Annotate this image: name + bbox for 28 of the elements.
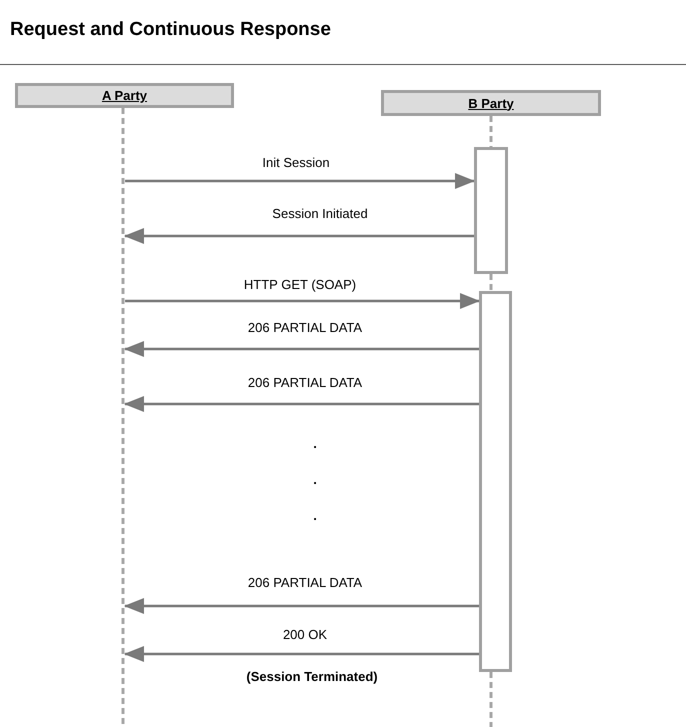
edge-label: Session Initiated [270, 206, 370, 221]
edge-label: 206 PARTIAL DATA [246, 575, 364, 590]
participant-box [15, 83, 234, 108]
participant-name: B Party [468, 96, 514, 110]
note-text: . [313, 436, 317, 451]
lifeline-segment [490, 672, 492, 727]
message-arrow [124, 646, 479, 662]
message-arrow [125, 173, 475, 189]
message-arrow [124, 396, 479, 412]
participant-name: A Party [102, 89, 148, 102]
lifeline [121, 108, 125, 727]
note-text: . [313, 508, 317, 523]
edge-label: 206 PARTIAL DATA [246, 320, 364, 335]
activation-bar [479, 291, 512, 672]
edge-label: 206 PARTIAL DATA [246, 375, 364, 390]
diagram-title: Request and Continuous Response [10, 18, 331, 42]
participant-box [381, 90, 601, 116]
edge-label: 200 OK [280, 627, 330, 642]
note-text: (Session Terminated) [246, 669, 378, 684]
message-arrow [124, 341, 479, 357]
activation-bar [474, 147, 508, 274]
lifeline-segment [490, 116, 492, 147]
edge-label: HTTP GET (SOAP) [242, 277, 358, 292]
note-text: . [313, 472, 317, 487]
message-arrow [124, 228, 474, 244]
message-arrow [125, 293, 480, 309]
message-arrow [124, 598, 479, 614]
lifeline-segment [490, 274, 492, 291]
